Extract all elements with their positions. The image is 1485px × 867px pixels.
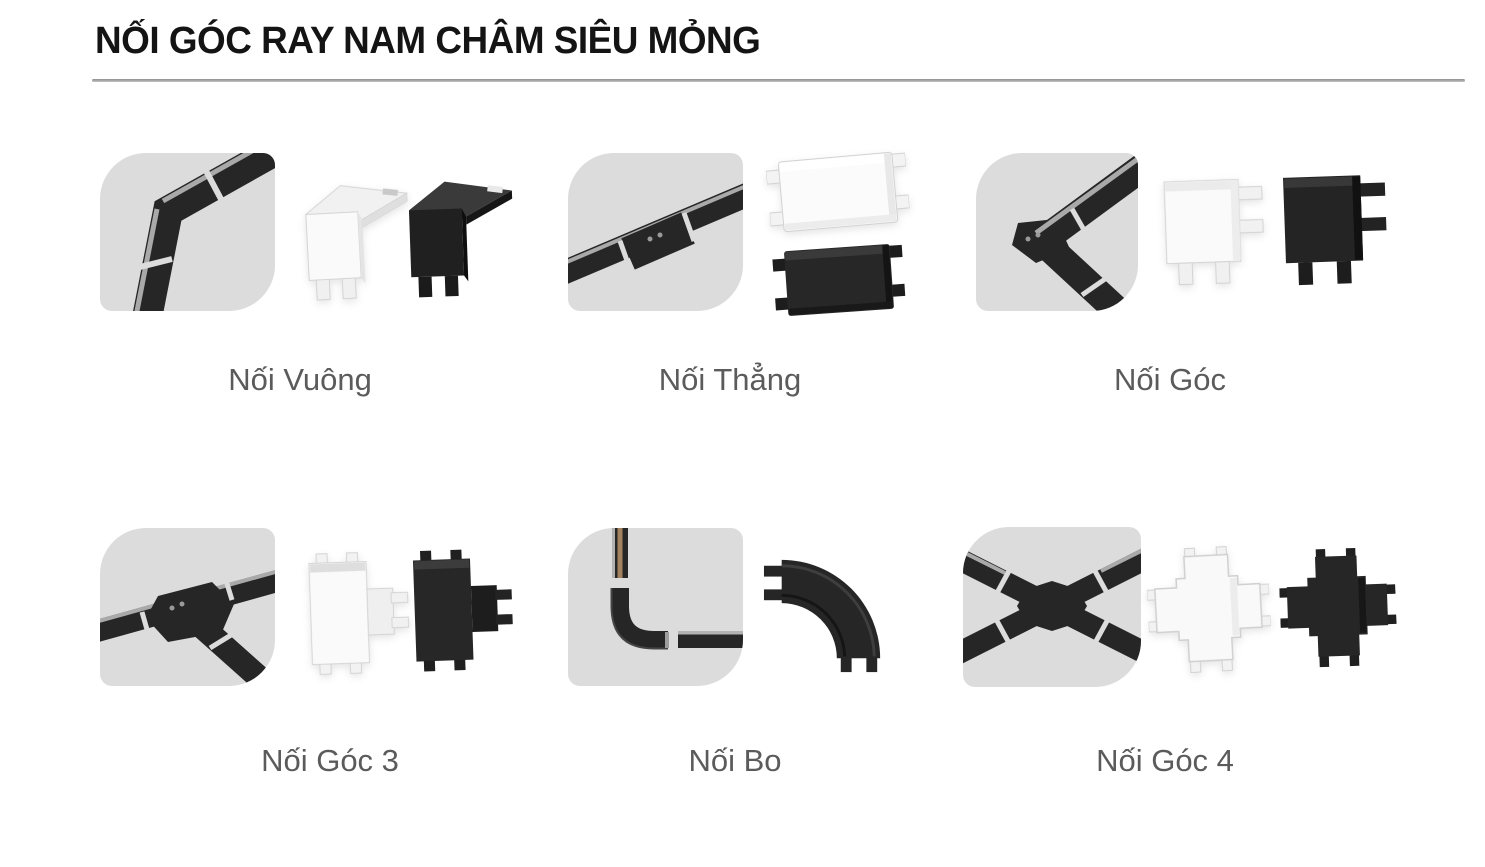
product-label: Nối Góc 3: [261, 743, 399, 778]
noi-bo-black-connector: [762, 550, 890, 678]
noi-goc-white-connector: [1154, 164, 1270, 294]
product-label: Nối Góc 4: [1096, 743, 1234, 778]
rail-cross-joint-icon: [963, 527, 1141, 687]
rail-flat-corner-icon: [976, 153, 1138, 311]
rail-straight-joint-icon: [568, 153, 743, 311]
noi-vuong-black-connector: [396, 164, 521, 302]
product-label: Nối Bo: [688, 743, 782, 778]
rail-cross-joint-graphic: [963, 548, 1141, 664]
rail-tee-joint-graphic: [100, 569, 275, 686]
product-label: Nối Vuông: [228, 362, 372, 397]
product-label: Nối Thẳng: [658, 362, 802, 397]
rail-tee-joint-icon: [100, 528, 275, 686]
page-title: NỐI GÓC RAY NAM CHÂM SIÊU MỎNG: [95, 20, 761, 62]
rail-curved-joint-graphic: [610, 528, 743, 650]
noi-goc-3-black-connector: [398, 538, 518, 682]
noi-goc-3-white-connector: [294, 541, 414, 685]
rail-flat-corner-graphic: [1012, 153, 1138, 311]
rail-straight-joint-graphic: [568, 183, 743, 284]
noi-vuong-white-connector: [294, 167, 416, 305]
noi-goc-black-connector: [1272, 160, 1394, 294]
rail-curved-joint-icon: [568, 528, 743, 686]
noi-thang-black-connector: [769, 236, 908, 323]
noi-goc-4-black-connector: [1278, 536, 1399, 680]
rail-vertical-corner-icon: [100, 153, 275, 311]
rail-vertical-corner-graphic: [133, 153, 275, 311]
noi-goc-4-white-connector: [1144, 537, 1273, 683]
noi-thang-white-connector: [765, 144, 912, 240]
product-label: Nối Góc: [1114, 362, 1226, 397]
title-divider: [92, 79, 1465, 82]
